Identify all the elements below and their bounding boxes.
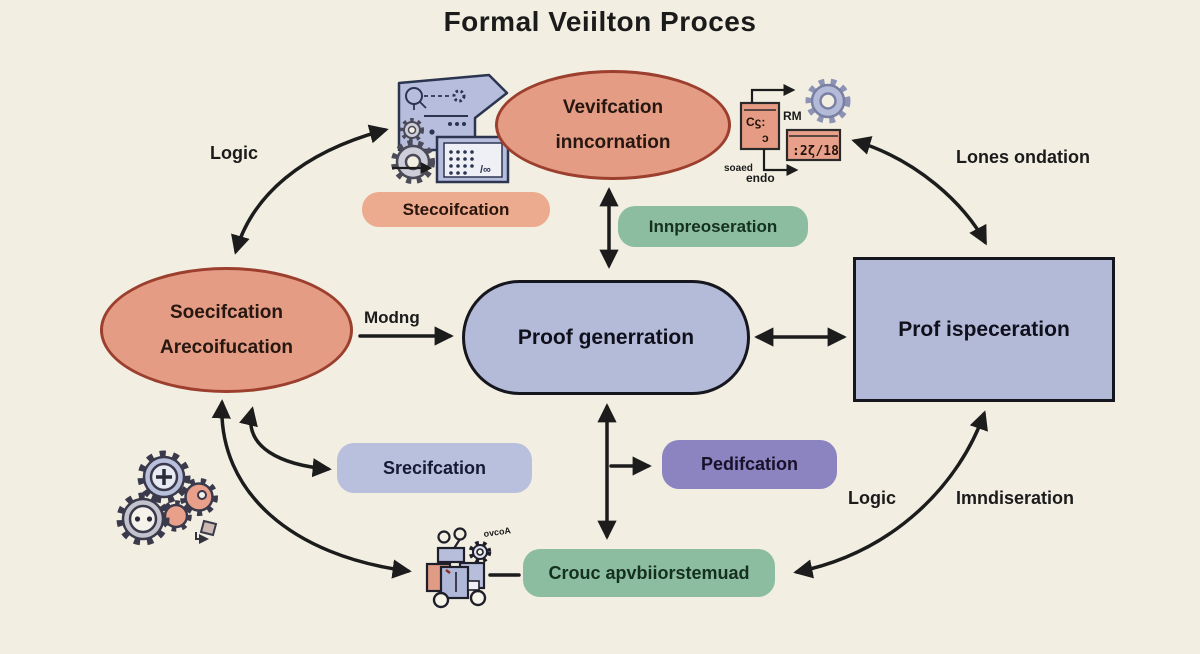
proof-inspection-label: Prof ispeceration	[898, 317, 1070, 341]
logic-top-label: Logic	[210, 143, 258, 163]
pedifcation-pill: Pedifcation	[662, 440, 837, 489]
ovcoa-label: ovcoA	[483, 525, 512, 539]
display-box-icon: :2ζ/18	[785, 128, 842, 162]
infinity-glyph: /∞	[480, 164, 491, 176]
gear-salmon-right-icon	[180, 478, 218, 516]
gears-cluster-icon	[116, 450, 218, 546]
srecifcation-label: Srecifcation	[382, 457, 487, 478]
verification-line2: inncornation	[555, 131, 671, 153]
crouc-pill: Crouc apvbiiorstemuad	[523, 549, 775, 597]
gear-icon	[805, 78, 851, 124]
innpreoseration-label: Innpreoseration	[648, 216, 778, 236]
proof-generation-node: Proof generration	[462, 280, 750, 395]
arrow-green-right-curve	[793, 410, 988, 579]
crouc-label: Crouc apvbiiorstemuad	[548, 562, 750, 583]
gear-plus-icon	[137, 450, 191, 504]
srecifcation-pill: Srecifcation	[337, 443, 532, 493]
calc-cluster-icon: Cϛ: ɔ :2ζ/18 RM soaed endo	[724, 78, 851, 185]
soaed-label: soaed	[724, 163, 753, 174]
specification-line1: Soecifcation	[170, 301, 283, 323]
imndiseration-label: Imndiseration	[956, 488, 1075, 508]
gear-face-icon	[116, 492, 170, 546]
rm-label: RM	[783, 109, 802, 123]
dot-grid	[449, 150, 474, 175]
page-title: Formal Veiilton Proces	[443, 6, 757, 37]
specification-line2: Arecoifucation	[159, 336, 294, 358]
lones-ondation-label: Lones ondation	[956, 147, 1090, 167]
robot-gear-icon	[468, 540, 492, 564]
stecoifcation-pill: Stecoifcation	[362, 192, 550, 227]
ck-text-2: ɔ	[762, 131, 769, 145]
verification-line1: Vevifcation	[562, 96, 664, 118]
robot-icon: ovcoA	[425, 525, 512, 609]
arrow-lones-curve	[851, 136, 987, 246]
pedifcation-label: Pedifcation	[700, 454, 798, 474]
arrow-spec-curve	[239, 406, 332, 478]
ck-box-icon: Cϛ: ɔ	[739, 101, 781, 151]
proof-inspection-node: Prof ispeceration	[853, 257, 1115, 402]
ck-text-1: Cϛ:	[746, 115, 765, 129]
modng-label: Modng	[364, 308, 420, 327]
arrow-ck-to-gear	[750, 83, 796, 103]
proof-generation-label: Proof generration	[517, 325, 695, 349]
arrow-logic-curve	[231, 124, 389, 255]
stecoifcation-label: Stecoifcation	[402, 199, 510, 219]
cube-arrow-icon	[195, 519, 218, 544]
arrow-ck-to-endo	[762, 149, 799, 177]
small-gear-icon	[400, 118, 424, 142]
spec-document-icon: /∞	[391, 73, 510, 184]
innpreoseration-pill: Innpreoseration	[618, 206, 808, 247]
arrow-robot-curve	[211, 399, 412, 579]
display-value: :2ζ/18	[792, 144, 839, 159]
specification-ellipse-node: Soecifcation Arecoifucation	[100, 267, 353, 393]
logic-bottom-label: Logic	[848, 488, 896, 508]
endo-label: endo	[746, 171, 775, 185]
verification-ellipse-node: Vevifcation inncornation	[495, 70, 731, 180]
